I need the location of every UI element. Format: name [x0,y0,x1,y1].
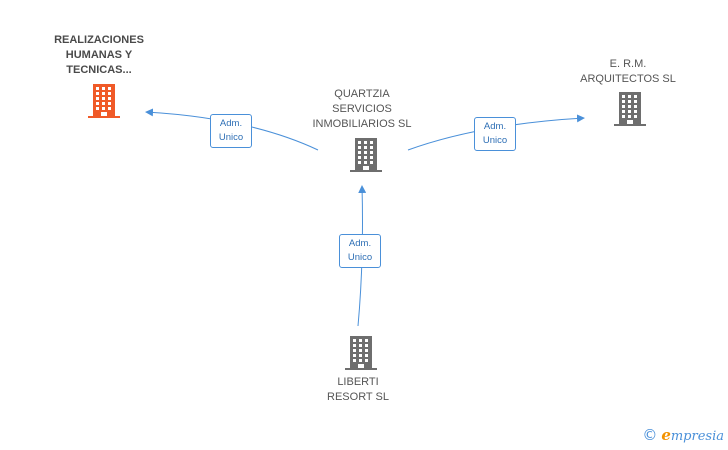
brand-name: empresia [661,426,724,444]
building-icon[interactable] [88,84,120,118]
edge-label-adm-unico[interactable]: Adm. Unico [339,234,381,268]
node-label-quartzia[interactable]: QUARTZIA SERVICIOS INMOBILIARIOS SL [312,88,412,130]
building-icon[interactable] [350,138,382,172]
brand-logo: © empresia [642,426,724,444]
node-label-liberti[interactable]: LIBERTI RESORT SL [327,376,389,403]
copyright-icon: © [642,426,658,444]
edge-label-adm-unico[interactable]: Adm. Unico [474,117,516,151]
building-icon[interactable] [345,336,377,370]
node-label-realizaciones[interactable]: REALIZACIONES HUMANAS Y TECNICAS... [54,34,144,76]
node-label-erm[interactable]: E. R.M. ARQUITECTOS SL [580,58,676,85]
building-icon[interactable] [614,92,646,126]
edge-label-adm-unico[interactable]: Adm. Unico [210,114,252,148]
